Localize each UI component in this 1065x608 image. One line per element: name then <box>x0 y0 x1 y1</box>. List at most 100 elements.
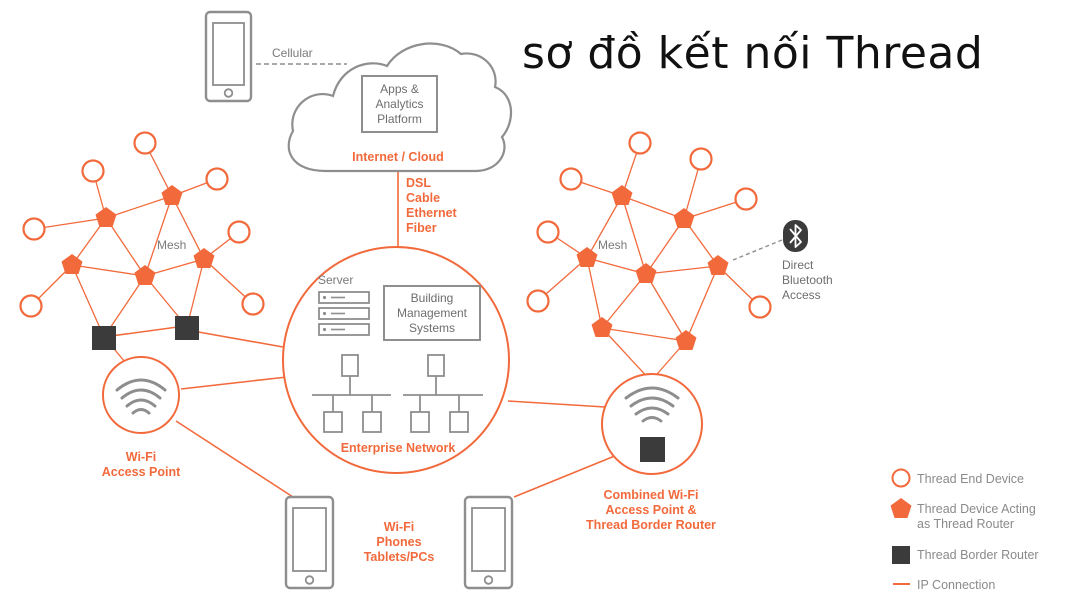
thread-end-device-icon <box>22 217 46 241</box>
wifi-icon <box>115 378 167 415</box>
legend-ip-connection-label: IP Connection <box>917 578 995 592</box>
enterprise-to-combined-line <box>507 400 606 408</box>
bms-line-2: Management <box>397 306 468 320</box>
uplink-labels: DSL Cable Ethernet Fiber <box>406 176 458 235</box>
phones-label-line-2: Phones <box>376 535 421 549</box>
enterprise-network-label: Enterprise Network <box>341 441 456 455</box>
phones-label-line-1: Wi-Fi <box>384 520 414 534</box>
uplink-dsl: DSL <box>406 176 431 190</box>
border-router-to-enterprise-line <box>186 329 284 348</box>
thread-end-device-icon <box>19 294 43 318</box>
ip-connections <box>103 172 623 498</box>
page-title: sơ đồ kết nối Thread <box>522 28 984 79</box>
thread-router-icon <box>61 254 83 274</box>
thread-end-device-icon <box>526 289 550 313</box>
bluetooth-label-line-1: Direct <box>782 258 814 272</box>
legend-router-icon <box>890 498 912 518</box>
thread-end-device-icon <box>559 167 583 191</box>
mesh-left: Mesh <box>19 131 265 382</box>
combined-wifi-border-router: Combined Wi-Fi Access Point & Thread Bor… <box>586 373 716 532</box>
phones-label-line-3: Tablets/PCs <box>364 550 435 564</box>
thread-end-device-icon <box>241 292 265 316</box>
thread-end-device-icon <box>628 131 652 155</box>
internet-cloud: Apps & Analytics Platform Internet / Clo… <box>287 42 513 173</box>
legend: Thread End Device Thread Device Acting a… <box>890 468 1039 592</box>
legend-border-router-label: Thread Border Router <box>917 548 1039 562</box>
thread-border-router-icon <box>640 437 665 462</box>
phone-icon <box>463 495 514 590</box>
wifi-ap-to-enterprise-line <box>180 376 288 390</box>
bluetooth-label-line-2: Bluetooth <box>782 273 833 287</box>
phone-icon <box>204 10 253 103</box>
enterprise-network: Server Building Management Systems <box>282 246 510 474</box>
combined-label-line-1: Combined Wi-Fi <box>603 488 698 502</box>
thread-router-icon <box>161 185 183 205</box>
mesh-left-end-devices <box>19 131 265 318</box>
thread-border-router-icon <box>175 316 199 340</box>
legend-end-device-label: Thread End Device <box>917 472 1024 486</box>
thread-end-device-icon <box>734 187 758 211</box>
apps-platform-line-2: Analytics <box>375 97 423 111</box>
thread-router-icon <box>675 330 697 350</box>
thread-end-device-icon <box>748 295 772 319</box>
thread-end-device-icon <box>81 159 105 183</box>
thread-router-icon <box>635 263 657 283</box>
cellular-label: Cellular <box>272 46 313 60</box>
thread-end-device-icon <box>536 220 560 244</box>
uplink-ethernet: Ethernet <box>406 206 458 220</box>
combined-label-line-2: Access Point & <box>605 503 696 517</box>
bluetooth-access: Direct Bluetooth Access <box>782 220 833 302</box>
thread-router-icon <box>707 255 729 275</box>
wifi-access-point: Wi-Fi Access Point <box>102 356 181 479</box>
network-tree-right-icon <box>403 354 483 433</box>
wifi-ap-label-line-1: Wi-Fi <box>126 450 156 464</box>
uplink-cable: Cable <box>406 191 440 205</box>
legend-end-device-icon <box>891 468 911 488</box>
mesh-left-label: Mesh <box>157 238 186 252</box>
legend-router-label-line-1: Thread Device Acting <box>917 502 1036 516</box>
mesh-right-end-devices <box>526 131 772 319</box>
internet-cloud-label: Internet / Cloud <box>352 150 444 164</box>
legend-border-router-icon <box>892 546 910 564</box>
legend-router-label-line-2: as Thread Router <box>917 517 1014 531</box>
wifi-ap-label-line-2: Access Point <box>102 465 181 479</box>
wifi-icon <box>624 386 680 423</box>
network-tree-left-icon <box>312 354 391 433</box>
border-router-link-line <box>103 325 186 338</box>
phone-icon <box>284 495 335 590</box>
thread-end-device-icon <box>205 167 229 191</box>
combined-to-phone-line <box>513 452 623 498</box>
enterprise-network-circle <box>282 246 510 474</box>
thread-router-icon <box>611 185 633 205</box>
combined-label-line-3: Thread Border Router <box>586 518 716 532</box>
wifi-ap-to-phone-line <box>175 420 294 498</box>
apps-platform-line-1: Apps & <box>380 82 419 96</box>
thread-end-device-icon <box>227 220 251 244</box>
bottom-phone-right <box>463 495 514 590</box>
apps-platform-line-3: Platform <box>377 112 422 126</box>
building-management-box <box>383 285 481 341</box>
thread-router-icon <box>576 247 598 267</box>
bluetooth-dashed-link <box>732 239 783 261</box>
phones-label: Wi-Fi Phones Tablets/PCs <box>364 520 435 564</box>
thread-router-icon <box>95 207 117 227</box>
uplink-fiber: Fiber <box>406 221 437 235</box>
thread-router-icon <box>134 265 156 285</box>
bms-line-1: Building <box>411 291 454 305</box>
bluetooth-label-line-3: Access <box>782 288 821 302</box>
mesh-right-label: Mesh <box>598 238 627 252</box>
mesh-right: Mesh <box>526 131 783 382</box>
bottom-phone-left <box>284 495 335 590</box>
cloud-icon <box>287 42 513 173</box>
apps-platform-box <box>361 75 438 133</box>
thread-router-icon <box>673 208 695 228</box>
cellular-phone: Cellular <box>204 10 347 103</box>
thread-end-device-icon <box>689 147 713 171</box>
bms-line-3: Systems <box>409 321 455 335</box>
thread-router-icon <box>193 248 215 268</box>
server-label: Server <box>318 273 353 287</box>
thread-end-device-icon <box>133 131 157 155</box>
thread-border-router-icon <box>92 326 116 350</box>
